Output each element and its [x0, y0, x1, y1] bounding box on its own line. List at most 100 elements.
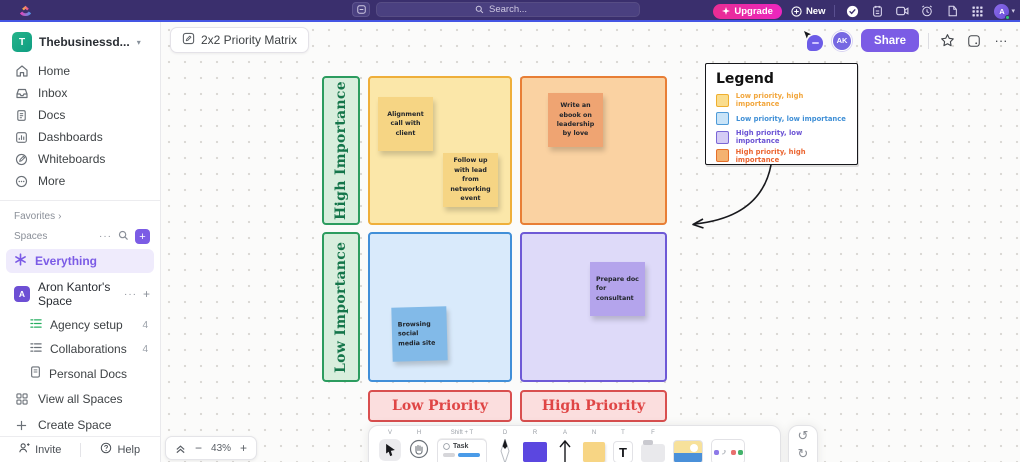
board-title-tab[interactable]: 2x2 Priority Matrix [170, 27, 310, 53]
docs-page-icon[interactable] [944, 3, 960, 19]
legend-title: Legend [716, 71, 774, 87]
whiteboard-canvas[interactable]: 2x2 Priority Matrix AK Share ··· High Im… [161, 22, 1020, 462]
search-field[interactable] [489, 4, 541, 15]
chevron-down-icon: ▾ [1011, 8, 1015, 15]
sticky-note[interactable]: Write an ebook on leadership by love [548, 93, 603, 147]
redo-icon[interactable]: ↻ [797, 446, 809, 462]
list-icon [30, 342, 42, 356]
col-label-low-priority[interactable]: Low Priority [368, 390, 512, 422]
tool-connector[interactable]: A [555, 430, 575, 462]
sidebar-item-label: Create Space [38, 418, 112, 432]
plus-circle-icon [791, 5, 802, 17]
sidebar-item-label: Home [38, 64, 71, 78]
list-icon [30, 318, 42, 332]
sidebar-item-dashboards[interactable]: Dashboards [0, 126, 160, 148]
apps-grid-icon[interactable] [969, 3, 985, 19]
legend-box[interactable]: Legend Low priority, high importance Low… [705, 63, 858, 165]
legend-arrow [692, 164, 772, 229]
legend-swatch [716, 112, 729, 126]
whiteboard-toolbar: V H Shift + T Task D R [368, 425, 781, 462]
sticky-note[interactable]: Prepare doc for consultant [590, 262, 645, 316]
new-button[interactable]: New [791, 5, 825, 17]
image-icon [673, 440, 703, 462]
workspace-switcher[interactable]: T Thebusinessd... ▾ [0, 22, 160, 60]
text-tool-icon: T [613, 441, 633, 462]
legend-item: High priority, high importance [716, 147, 847, 166]
sidebar-item-create-space[interactable]: Create Space [0, 412, 160, 438]
tool-mind-map[interactable] [711, 430, 745, 462]
sticky-note[interactable]: Alignment call with client [378, 97, 433, 151]
search-input[interactable] [376, 2, 640, 17]
quick-nav-icon[interactable] [352, 2, 370, 17]
sidebar-item-label: View all Spaces [38, 392, 123, 406]
invite-button[interactable]: Invite [0, 437, 80, 462]
divider [928, 32, 929, 49]
help-button[interactable]: Help [81, 437, 161, 462]
row-label-low-importance[interactable]: Low Importance [322, 232, 360, 382]
tool-pan[interactable]: H [409, 430, 429, 462]
video-camera-icon[interactable] [894, 3, 910, 19]
tool-task[interactable]: Shift + T Task [437, 430, 487, 462]
notepad-icon[interactable] [869, 3, 885, 19]
sidebar-item-docs[interactable]: Docs [0, 104, 160, 126]
comment-cursor-icon[interactable] [803, 30, 824, 51]
expand-view-icon[interactable] [965, 32, 983, 50]
spaces-search-icon[interactable] [118, 230, 129, 244]
board-more-icon[interactable]: ··· [994, 33, 1008, 48]
space-more-icon[interactable]: ··· [123, 288, 137, 300]
sidebar-item-label: Whiteboards [38, 152, 106, 166]
tool-frame[interactable]: F [641, 430, 665, 462]
user-avatar[interactable]: A ▾ [994, 3, 1015, 20]
sidebar-item-collaborations[interactable]: Collaborations 4 [0, 337, 160, 361]
undo-icon[interactable]: ↺ [797, 429, 809, 444]
everything-asterisk-icon [14, 253, 27, 269]
tool-select[interactable]: V [379, 430, 401, 461]
arrow-up-icon [557, 439, 573, 462]
sidebar-item-more[interactable]: More [0, 170, 160, 192]
top-bar: Upgrade New A ▾ [0, 0, 1020, 22]
favorite-star-icon[interactable] [938, 32, 956, 50]
clickup-logo[interactable] [18, 3, 33, 18]
tool-text[interactable]: T T [613, 430, 633, 462]
tool-shape[interactable]: R [523, 430, 547, 462]
add-space-button[interactable]: + [135, 229, 150, 244]
zoom-in-button[interactable]: + [240, 441, 248, 455]
sidebar-item-whiteboards[interactable]: Whiteboards [0, 148, 160, 170]
tool-image[interactable] [673, 430, 703, 462]
sidebar-item-view-all-spaces[interactable]: View all Spaces [0, 386, 160, 412]
upgrade-button[interactable]: Upgrade [713, 3, 782, 19]
sidebar-item-agency-setup[interactable]: Agency setup 4 [0, 313, 160, 337]
workspace-avatar: T [12, 32, 32, 52]
collaborator-avatar[interactable]: AK [832, 30, 853, 51]
collapse-icon[interactable] [175, 443, 186, 454]
whiteboard-pen-icon [182, 32, 195, 48]
sidebar-item-personal-docs[interactable]: Personal Docs [0, 361, 160, 386]
item-count: 4 [142, 343, 148, 355]
spaces-more-icon[interactable]: ··· [99, 231, 112, 242]
legend-label: High priority, high importance [735, 147, 806, 164]
sidebar-item-inbox[interactable]: Inbox [0, 82, 160, 104]
zoom-level[interactable]: 43% [211, 442, 232, 454]
sticky-note[interactable]: Follow up with lead from networking even… [443, 153, 498, 207]
hand-icon [409, 439, 429, 462]
favorites-section[interactable]: Favorites › [14, 211, 62, 222]
tool-sticky-note[interactable]: N [583, 430, 605, 462]
sidebar-item-label: Collaborations [50, 342, 127, 356]
legend-label: High priority, low importance [735, 129, 803, 146]
tasks-check-icon[interactable] [844, 3, 860, 19]
row-label-high-importance[interactable]: High Importance [322, 76, 360, 225]
tool-pen[interactable]: D [495, 430, 515, 462]
sticky-note[interactable]: Browsing social media site [391, 306, 448, 362]
reminder-clock-icon[interactable] [919, 3, 935, 19]
dashboard-icon [14, 131, 29, 144]
sidebar-item-label: Personal Docs [49, 366, 128, 381]
spaces-label: Spaces [14, 231, 48, 242]
zoom-out-button[interactable]: − [195, 441, 203, 455]
col-label-high-priority[interactable]: High Priority [520, 390, 667, 422]
sidebar-item-space[interactable]: A Aron Kantor's Space ··· + [0, 275, 160, 313]
sidebar-item-home[interactable]: Home [0, 60, 160, 82]
legend-swatch [716, 149, 729, 163]
sidebar-item-everything[interactable]: Everything [6, 249, 154, 273]
space-add-icon[interactable]: + [142, 287, 150, 301]
share-button[interactable]: Share [861, 29, 919, 52]
